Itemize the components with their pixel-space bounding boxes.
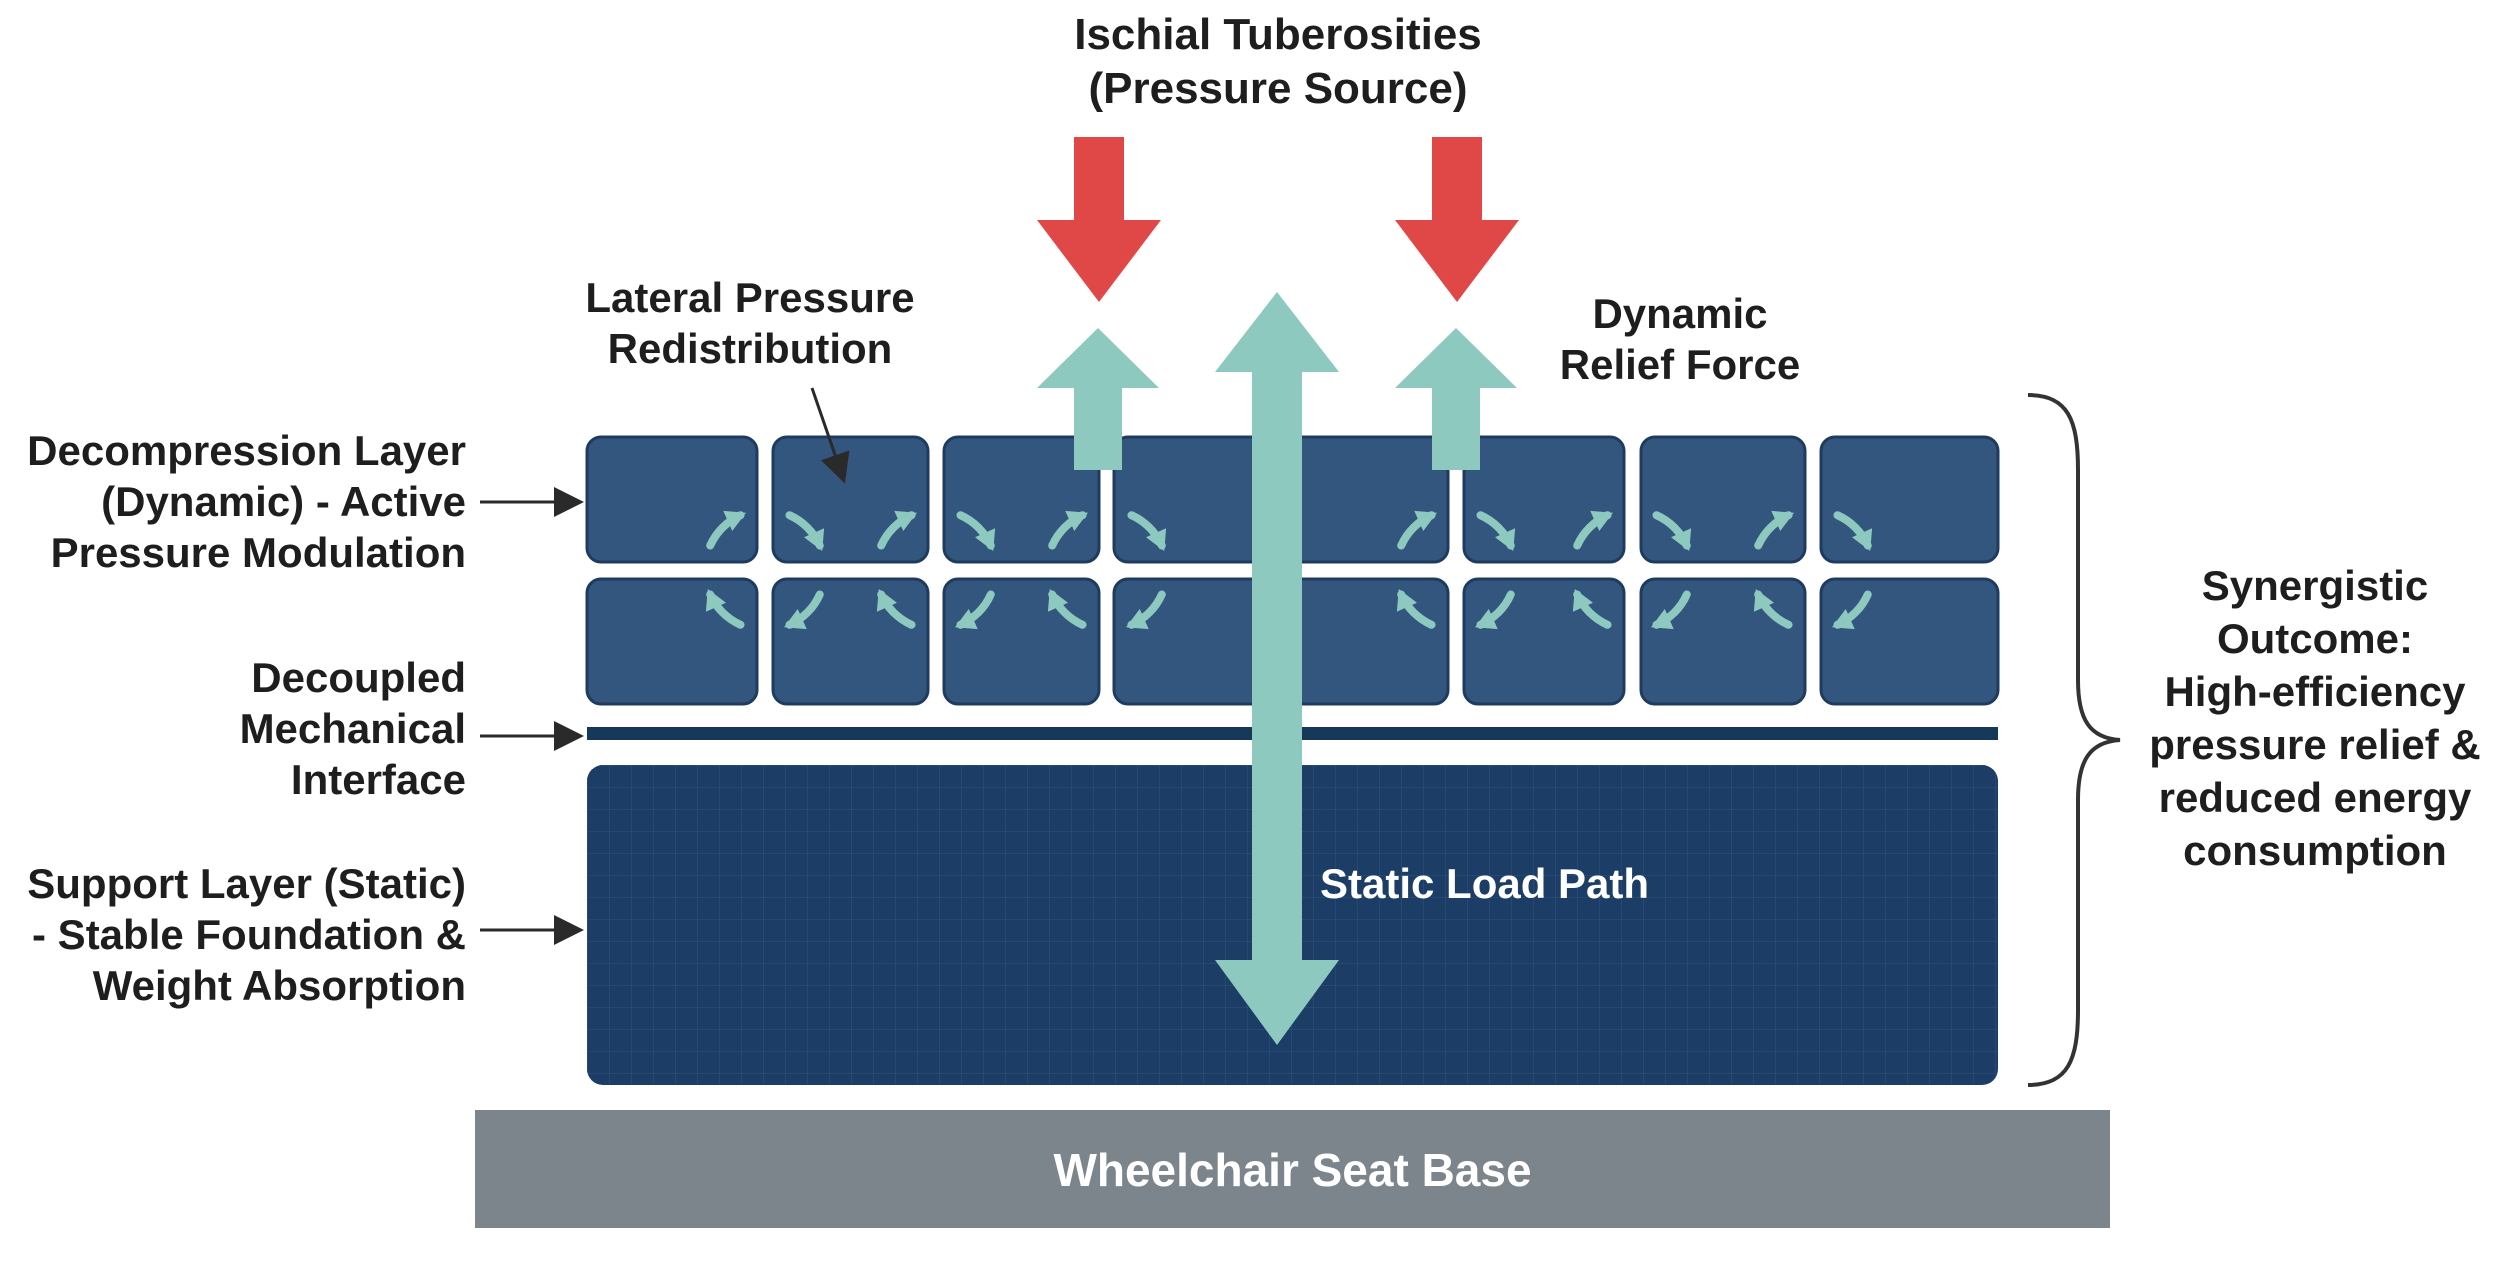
circulation-arrowhead bbox=[1047, 588, 1068, 612]
seat-base-label: Wheelchair Seat Base bbox=[1053, 1144, 1532, 1196]
cell-r2-c3 bbox=[942, 577, 1101, 706]
outcome-line1: Synergistic bbox=[2201, 562, 2429, 609]
cell-r1-c7 bbox=[1819, 435, 2000, 564]
circulation-arrowhead bbox=[954, 609, 978, 630]
circulation-arrowhead bbox=[1671, 528, 1692, 552]
circulation-arrowhead bbox=[1414, 510, 1438, 531]
synergy-brace bbox=[2027, 393, 2121, 1087]
circulation-arrowhead bbox=[1495, 528, 1516, 552]
circulation-arrowhead bbox=[1146, 528, 1167, 552]
outcome-line6: consumption bbox=[2183, 826, 2447, 874]
outcome-line3: High-efficiency bbox=[2164, 667, 2466, 715]
decoupled-line3: Interface bbox=[290, 756, 466, 804]
support-line2: - Stable Foundation & bbox=[32, 911, 466, 959]
dynamic-relief-label: Dynamic Relief Force bbox=[1530, 288, 1830, 390]
cell-r1-c6 bbox=[1639, 435, 1807, 564]
pressure-arrow-left bbox=[1037, 137, 1161, 302]
circulation-arrowhead bbox=[1396, 588, 1417, 612]
lateral-pressure-line2: Redistribution bbox=[607, 325, 893, 373]
outcome-line2: Outcome: bbox=[2216, 614, 2413, 662]
cell-r1-c5 bbox=[1462, 435, 1626, 564]
circulation-arrowhead bbox=[1753, 588, 1774, 612]
lateral-pressure-label: Lateral Pressure Redistribution bbox=[560, 272, 940, 374]
cell-r1-c1 bbox=[585, 435, 759, 564]
circulation-arrowhead bbox=[1125, 609, 1149, 630]
support-line3: Weight Absorption bbox=[92, 962, 466, 1010]
synergistic-outcome-label: Synergistic Outcome: High-efficiency pre… bbox=[2120, 560, 2508, 877]
circulation-arrowhead bbox=[1572, 588, 1593, 612]
decompression-line3: Pressure Modulation bbox=[50, 529, 466, 577]
circulation-arrowhead bbox=[1771, 510, 1795, 531]
circulation-arrowhead bbox=[1065, 510, 1089, 531]
support-layer-label: Support Layer (Static) - Stable Foundati… bbox=[0, 858, 466, 1012]
circulation-arrows bbox=[705, 510, 1873, 630]
relief-arrow-right bbox=[1395, 328, 1517, 470]
pressure-arrow-right bbox=[1395, 137, 1519, 302]
circulation-arrowhead bbox=[1474, 609, 1498, 630]
dynamic-relief-line1: Dynamic bbox=[1592, 290, 1768, 337]
decompression-line2: (Dynamic) - Active bbox=[101, 478, 466, 526]
cell-r2-c7 bbox=[1819, 577, 2000, 706]
wheelchair-seat-base bbox=[475, 1110, 2110, 1228]
circulation-arrowhead bbox=[894, 510, 918, 531]
pointer-lateral bbox=[810, 387, 850, 484]
circulation-arrowhead bbox=[804, 528, 825, 552]
cell-r1-c2 bbox=[771, 435, 930, 564]
circulation-arrowhead bbox=[783, 609, 807, 630]
circulation-arrowhead bbox=[876, 588, 897, 612]
relief-arrow-left bbox=[1037, 328, 1159, 470]
circulation-arrowhead bbox=[723, 510, 747, 531]
outcome-line4: pressure relief & bbox=[2149, 720, 2481, 768]
circulation-arrowhead bbox=[1650, 609, 1674, 630]
circulation-arrowhead bbox=[1852, 528, 1873, 552]
circulation-arrowhead bbox=[975, 528, 996, 552]
decoupled-line1: Decoupled bbox=[251, 654, 466, 701]
ischial-label-line2: (Pressure Source) bbox=[1088, 63, 1468, 113]
cell-r2-c2 bbox=[771, 577, 930, 706]
dynamic-relief-line2: Relief Force bbox=[1559, 341, 1801, 389]
static-load-path-label: Static Load Path bbox=[1320, 860, 1650, 907]
circulation-arrowhead bbox=[705, 588, 726, 612]
cell-r2-c5 bbox=[1462, 577, 1626, 706]
support-line1: Support Layer (Static) bbox=[27, 860, 466, 907]
decoupled-line2: Mechanical bbox=[239, 705, 466, 753]
circulation-arrowhead bbox=[1590, 510, 1614, 531]
circulation-arrowhead bbox=[1831, 609, 1855, 630]
ischial-label: Ischial Tuberosities (Pressure Source) bbox=[1000, 8, 1556, 115]
cell-r2-c1 bbox=[585, 577, 759, 706]
decoupled-interface-label: Decoupled Mechanical Interface bbox=[0, 652, 466, 806]
lateral-pressure-line1: Lateral Pressure bbox=[585, 274, 915, 321]
decompression-layer-label: Decompression Layer (Dynamic) - Active P… bbox=[0, 425, 466, 579]
ischial-label-line1: Ischial Tuberosities bbox=[1074, 10, 1482, 59]
static-load-arrow bbox=[1215, 292, 1339, 1045]
outcome-line5: reduced energy bbox=[2158, 773, 2472, 821]
cell-r2-c6 bbox=[1639, 577, 1807, 706]
decompression-line1: Decompression Layer bbox=[27, 427, 466, 474]
